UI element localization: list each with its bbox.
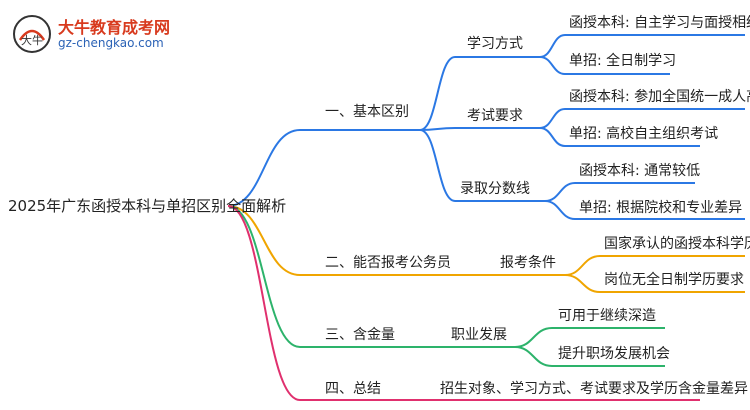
connector-root-basic	[227, 129, 301, 207]
leaf-further-study: 可用于继续深造	[558, 308, 656, 324]
connector-conditions-leaf1	[564, 255, 601, 276]
site-logo[interactable]: 大牛 大牛教育成考网 gz-chengkao.com	[6, 10, 181, 58]
branch-summary: 四、总结	[325, 381, 381, 397]
leaf-exam-single-recruit: 单招: 高校自主组织考试	[569, 126, 719, 142]
node-application-conditions: 报考条件	[500, 255, 556, 271]
connector-basic-score	[419, 129, 456, 202]
connector-career-leaf2	[514, 346, 553, 367]
connector-study-leaf1	[539, 34, 566, 58]
logo-title: 大牛教育成考网	[58, 18, 171, 37]
branch-value: 三、含金量	[325, 327, 395, 343]
logo-url: gz-chengkao.com	[58, 36, 164, 50]
svg-text:大牛: 大牛	[21, 33, 43, 47]
connector-career-leaf1	[514, 327, 553, 348]
connector-basic-study	[419, 56, 456, 131]
connector-root-summary	[227, 205, 301, 401]
connector-study-leaf2	[539, 56, 566, 75]
connector-score-leaf2	[544, 200, 576, 220]
mindmap-root: 2025年广东函授本科与单招区别全面解析	[8, 197, 287, 215]
leaf-score-single-recruit: 单招: 根据院校和专业差异	[579, 200, 743, 216]
connector-conditions-leaf2	[564, 274, 601, 293]
leaf-study-mode-correspondence: 函授本科: 自主学习与面授相结合	[569, 15, 750, 31]
connector-root-value	[227, 205, 301, 348]
leaf-study-mode-single-recruit: 单招: 全日制学习	[569, 53, 677, 69]
node-career-development: 职业发展	[451, 327, 507, 343]
connector-exam-leaf2	[539, 127, 566, 147]
leaf-exam-correspondence: 函授本科: 参加全国统一成人高考	[569, 89, 750, 105]
leaf-score-correspondence: 函授本科: 通常较低	[579, 163, 701, 179]
leaf-recognized-degree: 国家承认的函授本科学历	[604, 236, 750, 252]
leaf-career-opportunity: 提升职场发展机会	[558, 346, 670, 362]
connector-basic-exam	[419, 127, 456, 131]
node-study-mode: 学习方式	[467, 36, 523, 52]
branch-civil-service: 二、能否报考公务员	[325, 255, 451, 271]
branch-basic-difference: 一、基本区别	[325, 104, 409, 120]
connector-root-civil	[227, 205, 301, 276]
connector-score-leaf1	[544, 182, 576, 202]
leaf-no-fulltime-requirement: 岗位无全日制学历要求	[604, 272, 744, 288]
node-admission-score: 录取分数线	[460, 181, 530, 197]
connector-exam-leaf1	[539, 108, 566, 129]
logo-badge-icon: 大牛	[13, 15, 51, 53]
node-exam-requirement: 考试要求	[467, 108, 523, 124]
node-summary-differences: 招生对象、学习方式、考试要求及学历含金量差异	[440, 381, 748, 397]
